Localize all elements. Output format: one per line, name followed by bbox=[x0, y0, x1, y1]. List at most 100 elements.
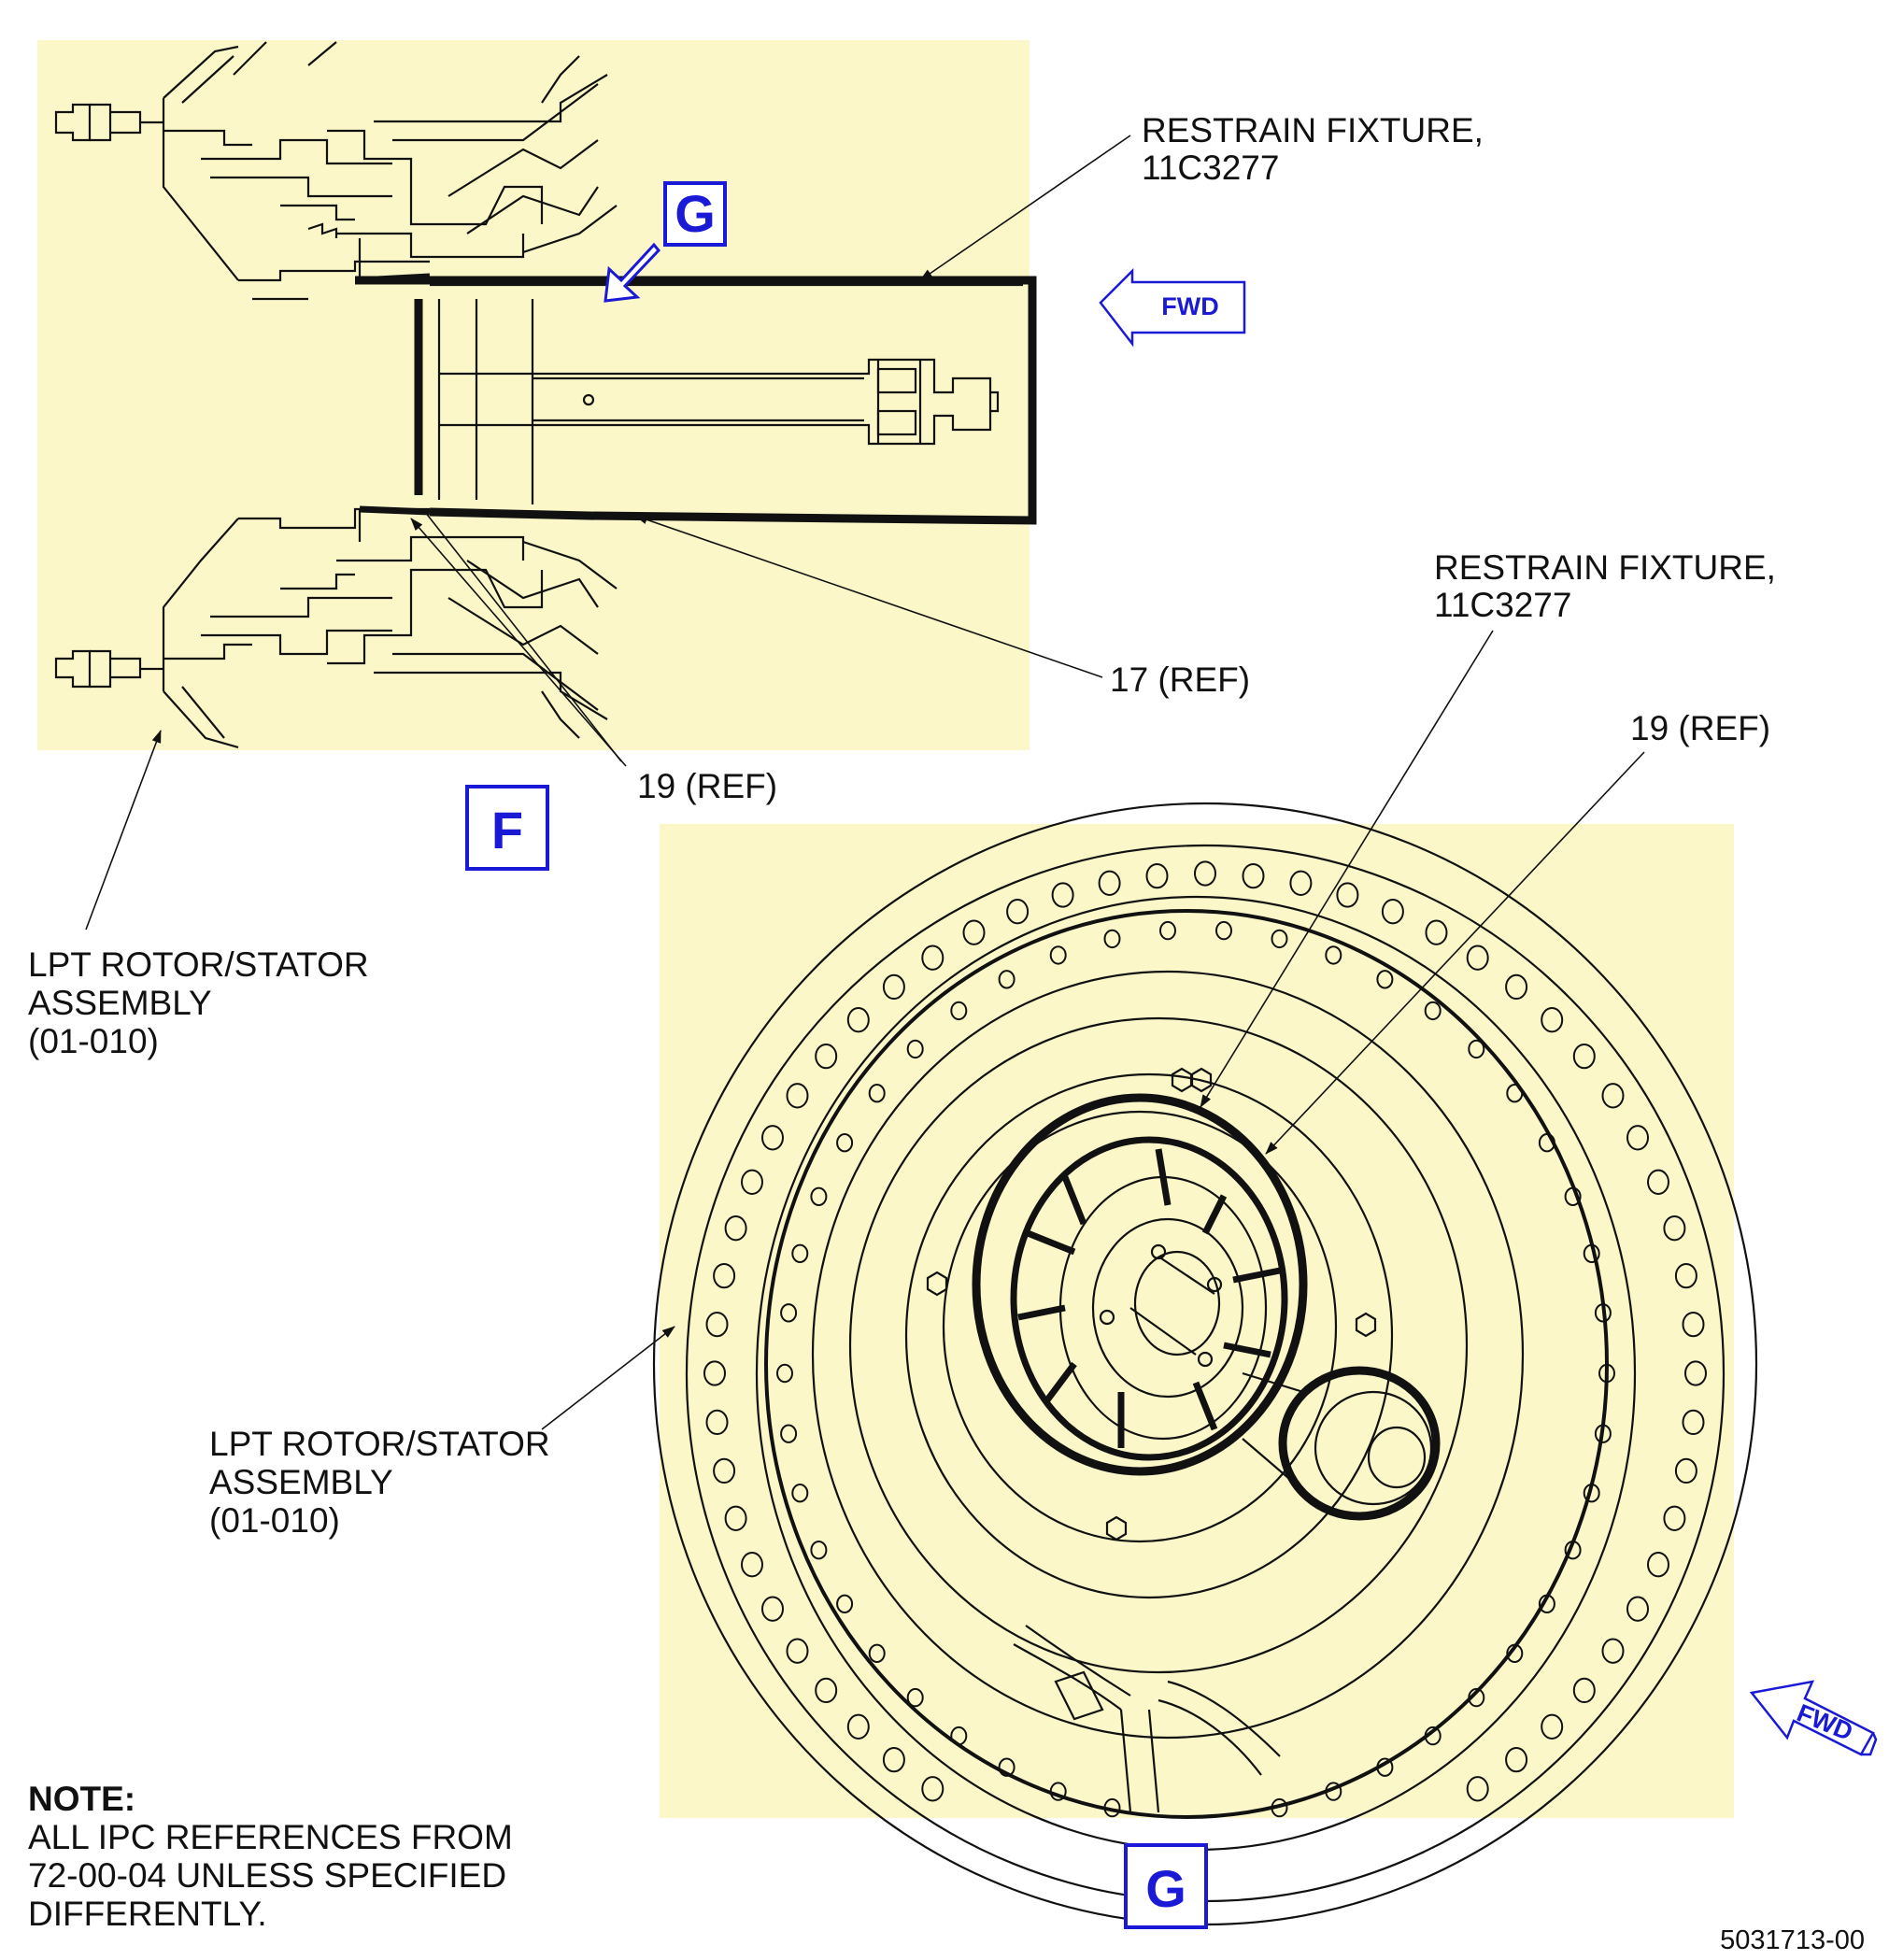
fwd-arrow-icon bbox=[1099, 267, 1246, 348]
lpt-assembly-g-line1: LPT ROTOR/STATOR bbox=[209, 1425, 550, 1463]
fixture-rim bbox=[972, 1093, 1308, 1476]
detail-g-tag: G bbox=[675, 184, 716, 243]
bolt-hole bbox=[1626, 1125, 1649, 1151]
bolt-hole bbox=[1572, 1677, 1596, 1704]
lpt-lower-structure bbox=[54, 505, 618, 749]
bolt-hole bbox=[882, 973, 905, 1001]
bolt-hole bbox=[1538, 1594, 1555, 1614]
bolt-hole bbox=[1466, 1776, 1489, 1802]
leader-restrain-fixture-g bbox=[1200, 630, 1494, 1108]
view-g-section: FWD G RESTRAIN FIXTURE, 11C3277 19 (REF)… bbox=[209, 548, 1878, 1929]
bolt-hole bbox=[1564, 1541, 1582, 1560]
lpt-assembly-g-line2: ASSEMBLY bbox=[209, 1463, 393, 1501]
bolt-hole bbox=[1564, 1186, 1582, 1207]
bolt-hole bbox=[791, 1484, 809, 1503]
note-line1: ALL IPC REFERENCES FROM bbox=[28, 1818, 513, 1856]
bolt-hole bbox=[1006, 899, 1030, 925]
bolt-hole bbox=[780, 1303, 798, 1323]
restrain-fixture-f-line1: RESTRAIN FIXTURE, bbox=[1142, 111, 1484, 149]
bolt-hole bbox=[1425, 919, 1448, 945]
bolt-hole bbox=[1381, 899, 1404, 925]
bolt-hole bbox=[1468, 1039, 1485, 1059]
bolt-hole bbox=[1289, 870, 1313, 896]
restrain-fixture-g-line1: RESTRAIN FIXTURE, bbox=[1434, 548, 1776, 587]
bolt-hole bbox=[921, 944, 944, 971]
bolt-hole bbox=[1098, 870, 1121, 896]
bolt-hole bbox=[1663, 1215, 1686, 1242]
fwd-label-g: FWD bbox=[1793, 1698, 1856, 1746]
bolt-hole bbox=[1601, 1083, 1625, 1109]
bolt-hole bbox=[1424, 1001, 1442, 1021]
fwd-arrow-iso-icon bbox=[1749, 1680, 1875, 1756]
bolt-hole bbox=[786, 1083, 809, 1109]
bolt-hole-pattern bbox=[703, 860, 1707, 1818]
lpt-assembly-f-line2: ASSEMBLY bbox=[28, 984, 212, 1022]
bolt-hole bbox=[786, 1638, 809, 1664]
bolt-hole bbox=[1647, 1169, 1669, 1195]
detail-g-tag-box bbox=[663, 181, 727, 247]
bolt-hole bbox=[761, 1596, 784, 1622]
bolt-hole bbox=[1541, 1007, 1564, 1033]
bolt-hole bbox=[1242, 862, 1265, 889]
bolt-hole bbox=[1051, 882, 1074, 908]
bolt-hole bbox=[1505, 1746, 1528, 1773]
restrain-fixture-iso bbox=[972, 1093, 1308, 1476]
bolt-hole bbox=[791, 1243, 809, 1264]
bolt-hole bbox=[1376, 1757, 1394, 1777]
bolt-hole bbox=[868, 1643, 886, 1664]
bolt-hole bbox=[810, 1186, 828, 1207]
lpt-assembly-g-line3: (01-010) bbox=[209, 1501, 340, 1540]
leader-restrain-fixture-f bbox=[919, 135, 1131, 281]
leader-ref-17 bbox=[634, 515, 1103, 678]
hex-nuts bbox=[926, 1067, 1377, 1541]
bolt-hole bbox=[1506, 1643, 1524, 1664]
bolt-hole bbox=[998, 1757, 1016, 1777]
restrain-fixture-section bbox=[355, 276, 1037, 525]
bolt-hole bbox=[882, 1746, 905, 1773]
bolt-hole bbox=[810, 1541, 828, 1560]
leader-ref-19-a bbox=[410, 518, 627, 767]
ref-19-f-label: 19 (REF) bbox=[637, 767, 777, 805]
bolt-hole bbox=[1215, 920, 1232, 941]
bolt-hole bbox=[1336, 882, 1359, 908]
bolt-hole bbox=[1468, 1687, 1485, 1708]
bolt-hole bbox=[713, 1457, 736, 1484]
bolt-hole bbox=[1626, 1596, 1649, 1622]
bolt-hole bbox=[703, 1360, 726, 1386]
bolt-hole bbox=[741, 1552, 763, 1578]
bolt-hole bbox=[1271, 929, 1288, 949]
leader-ref-19-g bbox=[1265, 751, 1645, 1155]
bolt-hole bbox=[846, 1007, 870, 1033]
bolt-hole bbox=[1594, 1424, 1612, 1443]
bolt-hole bbox=[1049, 945, 1067, 965]
note-line2: 72-00-04 UNLESS SPECIFIED bbox=[28, 1856, 506, 1895]
bolt-hole bbox=[868, 1084, 886, 1103]
bolt-hole bbox=[1424, 1726, 1442, 1746]
bolt-hole bbox=[1194, 860, 1216, 887]
ref-17-label: 17 (REF) bbox=[1110, 660, 1250, 699]
bolt-hole bbox=[724, 1505, 747, 1531]
bolt-hole bbox=[846, 1713, 870, 1740]
bolt-hole bbox=[1541, 1713, 1564, 1740]
lpt-assembly-f-line3: (01-010) bbox=[28, 1022, 159, 1060]
bolt-hole bbox=[1601, 1638, 1625, 1664]
bolt-hole bbox=[836, 1594, 854, 1614]
bolt-hole bbox=[761, 1125, 784, 1151]
note-line3: DIFFERENTLY. bbox=[28, 1895, 267, 1933]
bolt-hole bbox=[836, 1133, 854, 1153]
bolt-hole bbox=[1325, 1782, 1342, 1801]
view-f-leaders bbox=[85, 135, 1131, 930]
bolt-hole bbox=[1682, 1311, 1705, 1338]
leader-lpt-assembly-g bbox=[541, 1326, 675, 1430]
note-heading: NOTE: bbox=[28, 1780, 135, 1818]
bolt-hole bbox=[1663, 1505, 1686, 1531]
bolt-hole bbox=[1506, 1084, 1524, 1103]
bolt-hole bbox=[1572, 1043, 1596, 1070]
bolt-hole bbox=[705, 1409, 729, 1436]
bolt-hole bbox=[776, 1363, 793, 1384]
view-g-tag-box bbox=[1124, 1843, 1208, 1929]
bolt-hole bbox=[1583, 1243, 1600, 1264]
bolt-hole bbox=[1325, 945, 1342, 965]
